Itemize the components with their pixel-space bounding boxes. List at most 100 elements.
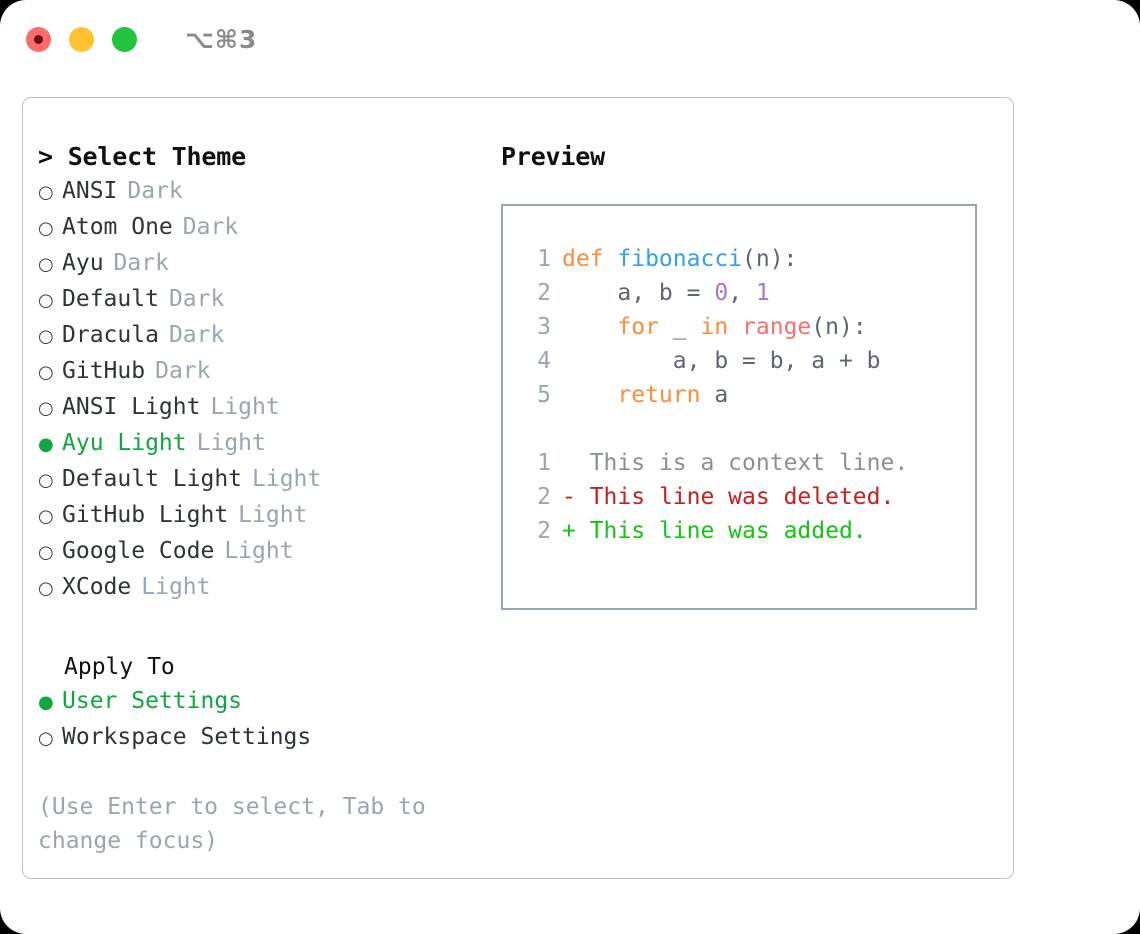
code-token-plain [562,382,617,408]
code-token-plain: a, b = b, a + b [562,348,881,374]
code-line-content: return a [562,378,728,412]
radio-unselected-icon: ○ [38,218,54,239]
theme-option-label: ANSI [62,178,118,204]
diff-sample: 1 This is a context line.2- This line wa… [517,446,975,548]
title-bar: ⌥⌘3 [0,0,1140,78]
theme-variant-tag: Dark [127,178,183,204]
diff-line-number: 2 [537,518,551,544]
preview-spacer [517,412,975,446]
code-line-content: def fibonacci(n): [562,242,797,276]
code-token-plain [728,314,742,340]
theme-variant-tag: Dark [113,250,169,276]
diff-marker: + [562,518,590,544]
code-line: 4 a, b = b, a + b [517,344,975,378]
radio-unselected-icon: ○ [38,182,54,203]
code-line-content: a, b = b, a + b [562,344,881,378]
radio-unselected-icon: ○ [38,728,54,749]
theme-variant-tag: Light [238,502,308,528]
diff-text: This line was deleted. [589,484,895,510]
theme-variant-tag: Light [196,430,266,456]
code-token-plain: a [700,382,729,408]
theme-option-github[interactable]: ○ GitHub Dark [38,354,488,390]
diff-line-content: - This line was deleted. [562,480,894,514]
theme-option-label: Ayu [62,250,104,276]
theme-option-xcode[interactable]: ○ XCode Light [38,570,488,606]
keyboard-shortcut-label: ⌥⌘3 [185,24,258,54]
theme-option-github-light[interactable]: ○ GitHub Light Light [38,498,488,534]
code-token-punct: (n): [811,314,867,340]
minimize-button[interactable] [69,26,94,52]
apply-to-option-label: User Settings [62,688,243,714]
code-token-fn: fibonacci [617,246,743,272]
close-button[interactable] [26,26,51,52]
code-line-number: 2 [537,280,551,306]
code-token-built: range [742,314,812,340]
radio-unselected-icon: ○ [38,290,54,311]
select-theme-title: > Select Theme [38,142,246,171]
theme-option-label: Default [62,286,159,312]
theme-option-label: XCode [62,574,132,600]
code-line-number: 3 [537,314,551,340]
code-token-plain [562,314,617,340]
diff-line-ctx: 1 This is a context line. [517,446,975,480]
code-line: 2 a, b = 0, 1 [517,276,975,310]
code-token-punct: , [728,280,756,306]
code-token-kw: def [562,246,618,272]
theme-option-ansi[interactable]: ○ ANSI Dark [38,174,488,210]
diff-text: This is a context line. [589,450,909,476]
theme-option-ayu[interactable]: ○ Ayu Dark [38,246,488,282]
theme-variant-tag: Light [252,466,322,492]
code-token-kw: in [700,314,729,340]
traffic-lights [26,26,137,52]
theme-option-atom-one[interactable]: ○ Atom One Dark [38,210,488,246]
radio-unselected-icon: ○ [38,362,54,383]
code-line-number: 5 [537,382,551,408]
radio-unselected-icon: ○ [38,506,54,527]
theme-option-label: Atom One [62,214,173,240]
theme-variant-tag: Dark [168,322,225,348]
radio-unselected-icon: ○ [38,578,54,599]
theme-option-label: Google Code [62,538,215,564]
theme-variant-tag: Dark [155,358,211,384]
radio-selected-icon: ● [38,692,54,713]
theme-option-label: GitHub Light [62,502,229,528]
diff-marker [562,450,590,476]
close-icon [34,34,43,44]
code-line-number: 1 [537,246,551,272]
theme-option-label: GitHub [62,358,146,384]
radio-unselected-icon: ○ [38,254,54,275]
code-token-plain: _ [658,314,701,340]
code-line-content: a, b = 0, 1 [562,276,770,310]
diff-text: This line was added. [589,518,867,544]
code-token-num: 0 [714,280,729,306]
diff-line-content: This is a context line. [562,446,909,480]
radio-unselected-icon: ○ [38,398,54,419]
theme-variant-tag: Light [141,574,211,600]
apply-to-list[interactable]: ● User Settings ○ Workspace Settings [38,684,488,756]
code-token-num: 1 [755,280,770,306]
diff-marker: - [562,484,590,510]
theme-variant-tag: Light [210,394,280,420]
maximize-button[interactable] [112,26,137,52]
theme-variant-tag: Dark [182,214,239,240]
theme-option-label: Ayu Light [62,430,187,456]
theme-variant-tag: Light [224,538,294,564]
apply-to-option-workspace-settings[interactable]: ○ Workspace Settings [38,720,488,756]
theme-option-label: Default Light [62,466,243,492]
apply-to-option-user-settings[interactable]: ● User Settings [38,684,488,720]
diff-line-number: 2 [537,484,551,510]
apply-to-option-label: Workspace Settings [62,724,312,750]
